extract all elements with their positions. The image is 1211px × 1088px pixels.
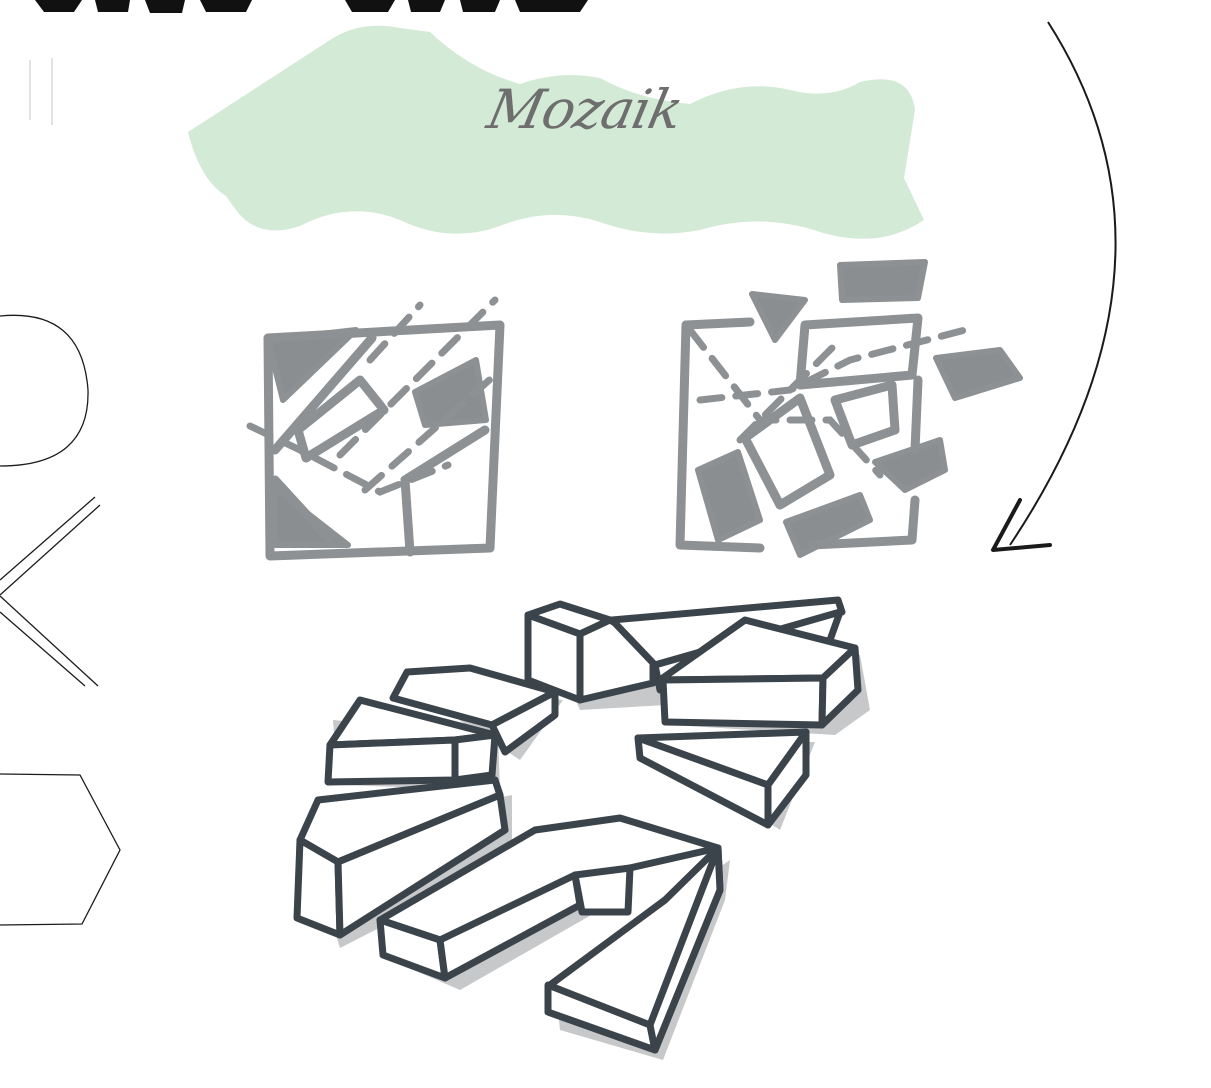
top-cropped-lettering <box>35 0 588 13</box>
square-sketch-intact <box>250 300 500 556</box>
isometric-block-mosaic <box>297 600 870 1060</box>
curved-arrow-icon <box>993 22 1116 550</box>
mozaik-caption: Mozaik <box>448 78 721 141</box>
hexagon-outline-icon <box>0 774 120 925</box>
square-sketch-fragmented <box>680 262 1020 555</box>
faint-marks <box>30 58 52 125</box>
half-circle-outline-icon <box>0 315 88 466</box>
chevron-outline-icon <box>0 497 100 686</box>
